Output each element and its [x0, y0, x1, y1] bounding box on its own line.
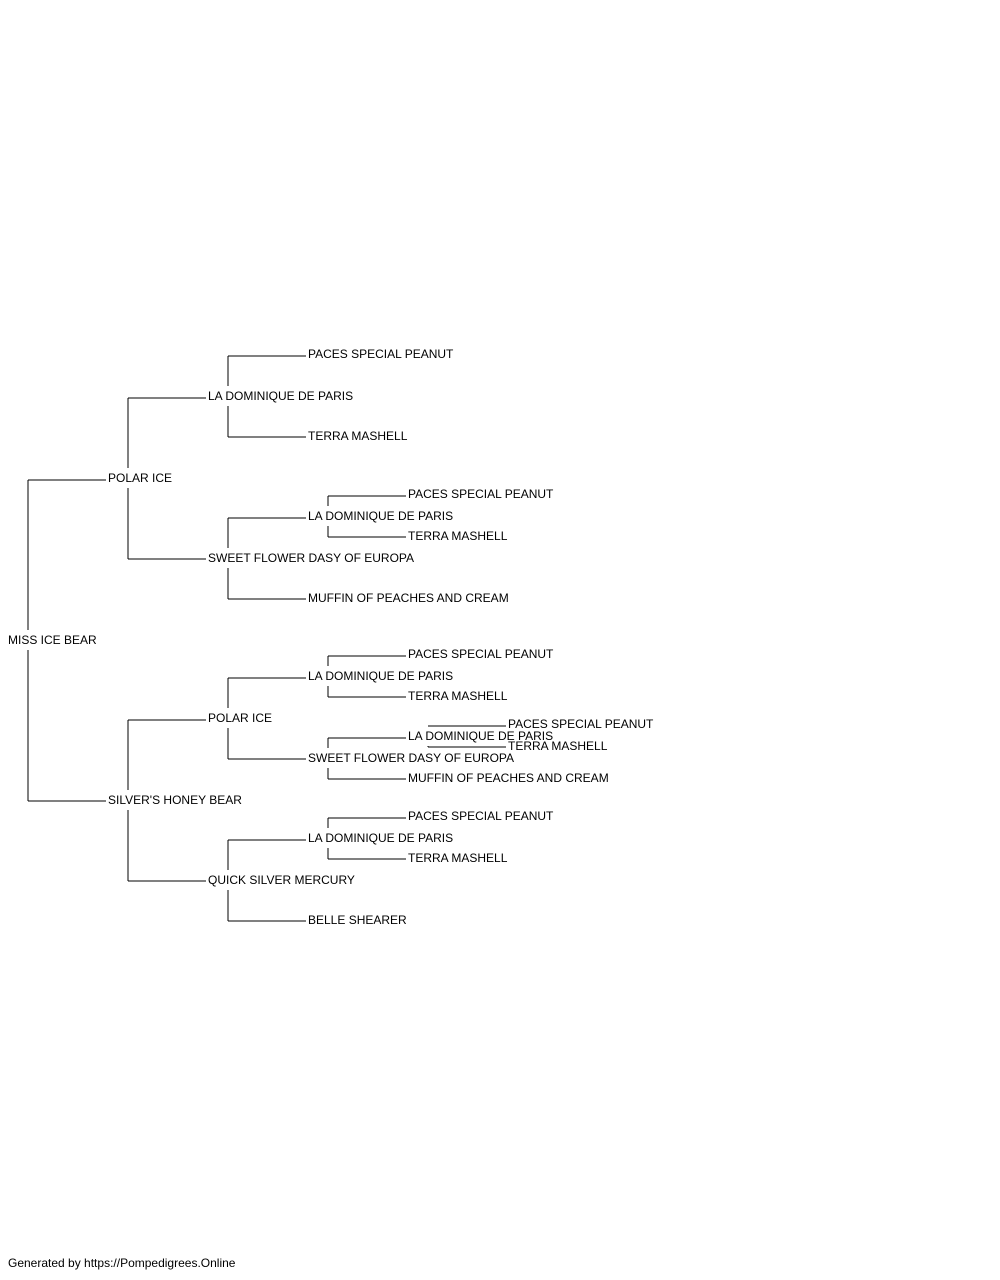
dam-muffin-of-peaches-and-cream-label: MUFFIN OF PEACHES AND CREAM	[408, 771, 609, 785]
sire-la-dominique-de-paris-label: LA DOMINIQUE DE PARIS	[408, 729, 553, 743]
dam-belle-shearer-label: BELLE SHEARER	[308, 913, 407, 927]
sire-paces-special-peanut-label: PACES SPECIAL PEANUT	[408, 487, 554, 501]
dam-muffin-of-peaches-and-cream-label: MUFFIN OF PEACHES AND CREAM	[308, 591, 509, 605]
pedigree-tree: MISS ICE BEAR POLAR ICE LA DOMINIQUE DE PA…	[8, 347, 654, 927]
root-miss-ice-bear-label: MISS ICE BEAR	[8, 633, 97, 647]
sire-paces-special-peanut-label: PACES SPECIAL PEANUT	[508, 717, 654, 731]
dam-terra-mashell-label: TERRA MASHELL	[308, 429, 408, 443]
sire-paces-special-peanut-label: PACES SPECIAL PEANUT	[308, 347, 454, 361]
sire-la-dominique-de-paris-label: LA DOMINIQUE DE PARIS	[308, 831, 453, 845]
dam-sweet-flower-dasy-of-europa-label: SWEET FLOWER DASY OF EUROPA	[308, 751, 514, 765]
dam-terra-mashell-label: TERRA MASHELL	[408, 851, 508, 865]
dam-quick-silver-mercury-label: QUICK SILVER MERCURY	[208, 873, 355, 887]
dam-terra-mashell-label: TERRA MASHELL	[408, 689, 508, 703]
sire-la-dominique-de-paris-label: LA DOMINIQUE DE PARIS	[308, 509, 453, 523]
sire-paces-special-peanut-label: PACES SPECIAL PEANUT	[408, 809, 554, 823]
sire-paces-special-peanut-label: PACES SPECIAL PEANUT	[408, 647, 554, 661]
dam-silver-s-honey-bear-label: SILVER'S HONEY BEAR	[108, 793, 242, 807]
sire-la-dominique-de-paris-label: LA DOMINIQUE DE PARIS	[208, 389, 353, 403]
sire-polar-ice-label: POLAR ICE	[108, 471, 172, 485]
dam-terra-mashell-label: TERRA MASHELL	[508, 739, 608, 753]
generated-by-footer: Generated by https://Pompedigrees.Online	[8, 1256, 236, 1270]
sire-la-dominique-de-paris-label: LA DOMINIQUE DE PARIS	[308, 669, 453, 683]
dam-sweet-flower-dasy-of-europa-label: SWEET FLOWER DASY OF EUROPA	[208, 551, 414, 565]
dam-terra-mashell-label: TERRA MASHELL	[408, 529, 508, 543]
sire-polar-ice-label: POLAR ICE	[208, 711, 272, 725]
